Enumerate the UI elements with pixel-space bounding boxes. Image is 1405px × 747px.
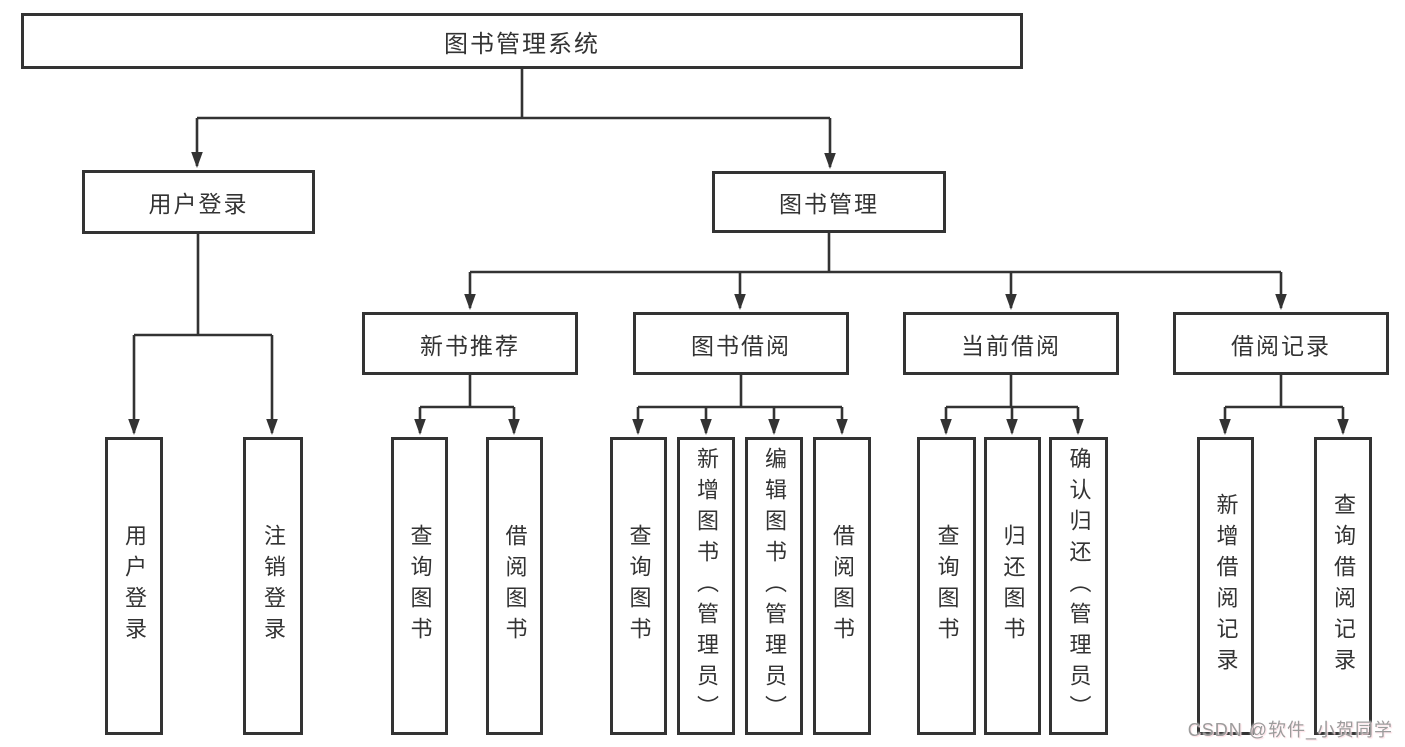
- leaf-confirm-return-admin: 确认归还（管理员）: [1049, 437, 1108, 735]
- leaf-return-books-label: 归还图书: [1000, 524, 1026, 648]
- leaf-query-books-2: 查询图书: [610, 437, 667, 735]
- node-borrow-records: 借阅记录: [1173, 312, 1389, 375]
- leaf-add-book-admin: 新增图书（管理员）: [677, 437, 735, 735]
- node-new-book-recommend: 新书推荐: [362, 312, 578, 375]
- node-user-login: 用户登录: [82, 170, 315, 234]
- leaf-edit-book-admin: 编辑图书（管理员）: [745, 437, 803, 735]
- leaf-query-borrow-record: 查询借阅记录: [1314, 437, 1372, 735]
- leaf-query-books-1-label: 查询图书: [407, 524, 433, 648]
- node-root: 图书管理系统: [21, 13, 1023, 69]
- leaf-query-books-1: 查询图书: [391, 437, 448, 735]
- leaf-query-books-3-label: 查询图书: [934, 524, 960, 648]
- leaf-confirm-return-admin-label: 确认归还（管理员）: [1066, 446, 1092, 726]
- node-book-management: 图书管理: [712, 171, 946, 233]
- leaf-borrow-books-2-label: 借阅图书: [830, 524, 855, 648]
- leaf-edit-book-admin-label: 编辑图书（管理员）: [762, 446, 787, 726]
- leaf-add-book-admin-label: 新增图书（管理员）: [694, 446, 719, 726]
- node-book-borrow-label: 图书借阅: [691, 332, 791, 359]
- leaf-add-borrow-record: 新增借阅记录: [1197, 437, 1254, 735]
- leaf-query-books-2-label: 查询图书: [626, 524, 652, 648]
- node-user-login-label: 用户登录: [148, 191, 249, 217]
- leaf-query-books-3: 查询图书: [917, 437, 976, 735]
- leaf-borrow-books-1: 借阅图书: [486, 437, 543, 735]
- leaf-borrow-books-1-label: 借阅图书: [502, 524, 528, 648]
- node-new-book-recommend-label: 新书推荐: [420, 332, 520, 359]
- leaf-logout: 注销登录: [243, 437, 303, 735]
- node-current-borrow: 当前借阅: [903, 312, 1119, 375]
- leaf-query-borrow-record-label: 查询借阅记录: [1331, 493, 1356, 679]
- node-book-management-label: 图书管理: [779, 191, 879, 217]
- node-current-borrow-label: 当前借阅: [961, 332, 1061, 359]
- node-root-label: 图书管理系统: [444, 30, 600, 58]
- leaf-user-login: 用户登录: [105, 437, 163, 735]
- leaf-add-borrow-record-label: 新增借阅记录: [1213, 493, 1239, 679]
- leaf-return-books: 归还图书: [984, 437, 1041, 735]
- node-book-borrow: 图书借阅: [633, 312, 849, 375]
- leaf-logout-label: 注销登录: [261, 524, 286, 648]
- node-borrow-records-label: 借阅记录: [1231, 332, 1331, 359]
- watermark: CSDN @软件_小贺同学: [1187, 720, 1393, 740]
- leaf-user-login-label: 用户登录: [122, 524, 147, 648]
- leaf-borrow-books-2: 借阅图书: [813, 437, 871, 735]
